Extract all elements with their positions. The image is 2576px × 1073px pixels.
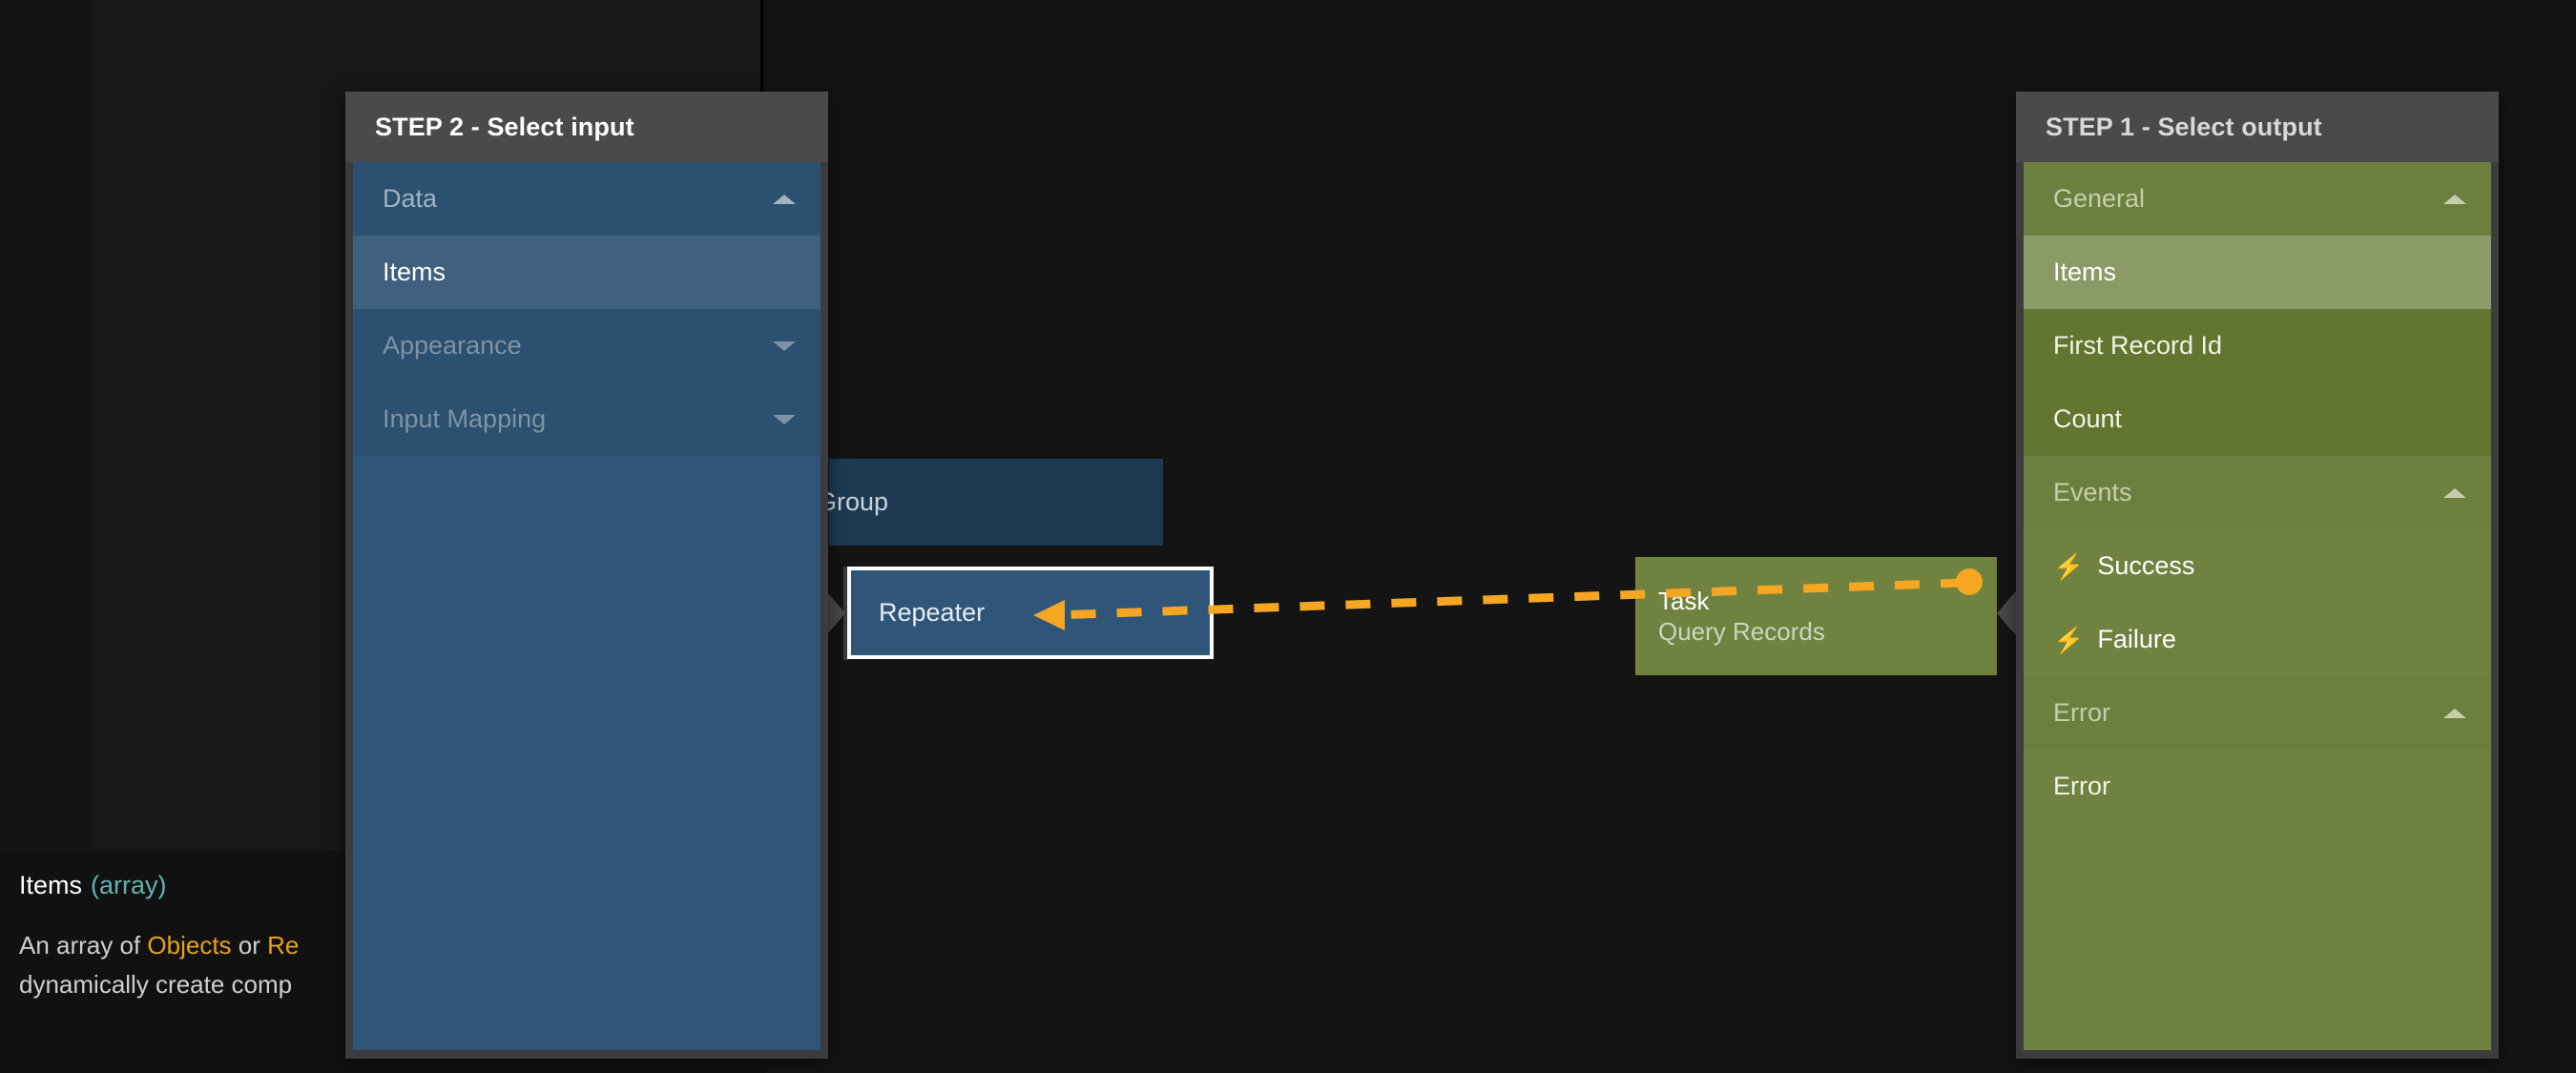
tooltip-desc-mid: or <box>231 931 268 960</box>
step-2-group-input-mapping-label: Input Mapping <box>383 404 547 433</box>
node-group-title: Group <box>817 487 889 516</box>
step-1-item-items-label: Items <box>2053 258 2117 286</box>
step-1-event-failure[interactable]: ⚡ Failure <box>2024 603 2491 676</box>
step-1-group-error-label: Error <box>2053 698 2110 727</box>
node-task[interactable]: Task Query Records <box>1635 557 1997 675</box>
tooltip-desc-pre: An array of <box>19 931 148 960</box>
lightning-bolt-icon: ⚡ <box>2053 625 2085 654</box>
step-1-item-items[interactable]: Items <box>2024 236 2491 309</box>
step-1-group-general-label: General <box>2053 184 2146 213</box>
chevron-down-icon[interactable] <box>773 340 796 351</box>
step-2-group-data[interactable]: Data <box>353 162 821 236</box>
step-1-group-events[interactable]: Events <box>2024 456 2491 529</box>
repeater-input-port-bar <box>843 567 848 660</box>
step-1-panel-body[interactable]: General Items First Record Id Count Even… <box>2024 162 2491 1050</box>
tooltip-title-row: Items (array) <box>19 870 515 900</box>
step-1-panel-title: STEP 1 - Select output <box>2046 112 2322 141</box>
tooltip-description: An array of Objects or Re dynamically cre… <box>19 926 515 1004</box>
node-repeater-title: Repeater <box>879 598 986 627</box>
canvas-left-gutter <box>0 0 93 851</box>
step-2-group-appearance[interactable]: Appearance <box>353 309 821 382</box>
step-1-event-success-label: Success <box>2097 551 2195 580</box>
chevron-up-icon[interactable] <box>2443 708 2466 718</box>
step-2-item-items-label: Items <box>383 258 447 286</box>
chevron-up-icon[interactable] <box>773 194 796 204</box>
step-2-group-appearance-label: Appearance <box>383 331 522 360</box>
node-task-subtitle: Query Records <box>1658 617 1825 646</box>
chevron-up-icon[interactable] <box>2443 194 2466 204</box>
step-2-select-input-panel[interactable]: STEP 2 - Select input Data Items Appeara… <box>345 92 828 1059</box>
chevron-up-icon[interactable] <box>2443 487 2466 498</box>
step-1-item-count-label: Count <box>2053 404 2123 433</box>
step-1-item-error-label: Error <box>2053 772 2110 800</box>
step-2-panel-title: STEP 2 - Select input <box>375 112 634 141</box>
step-1-select-output-panel[interactable]: STEP 1 - Select output General Items Fir… <box>2016 92 2499 1059</box>
lightning-bolt-icon: ⚡ <box>2053 551 2085 581</box>
step-1-group-general[interactable]: General <box>2024 162 2491 236</box>
tooltip-title: Items <box>19 871 83 899</box>
property-description-tooltip: Items (array) An array of Objects or Re dy… <box>19 870 515 1004</box>
tooltip-desc-line2: dynamically create comp <box>19 970 293 1000</box>
step-2-group-data-label: Data <box>383 184 438 213</box>
tooltip-desc-records-link[interactable]: Re <box>267 931 300 960</box>
step-1-panel-header: STEP 1 - Select output <box>2016 92 2499 162</box>
node-task-title: Task <box>1658 586 1710 615</box>
node-repeater[interactable]: Repeater <box>847 567 1214 659</box>
chevron-down-icon[interactable] <box>773 414 796 424</box>
step-1-item-error[interactable]: Error <box>2024 750 2491 823</box>
step-2-item-items[interactable]: Items <box>353 236 821 309</box>
node-group[interactable]: Group <box>817 459 1163 546</box>
step-1-event-success[interactable]: ⚡ Success <box>2024 529 2491 603</box>
step-2-group-input-mapping[interactable]: Input Mapping <box>353 382 821 456</box>
step-1-item-first-record-id-label: First Record Id <box>2053 331 2223 360</box>
tooltip-desc-objects-link[interactable]: Objects <box>147 931 232 960</box>
step-1-item-count[interactable]: Count <box>2024 382 2491 456</box>
step-1-group-error[interactable]: Error <box>2024 676 2491 750</box>
step-2-panel-header: STEP 2 - Select input <box>345 92 828 162</box>
step-1-item-first-record-id[interactable]: First Record Id <box>2024 309 2491 382</box>
tooltip-type: (array) <box>91 871 167 899</box>
step-1-group-events-label: Events <box>2053 478 2132 506</box>
step-2-panel-body[interactable]: Data Items Appearance Input Mapping <box>353 162 821 1050</box>
step-1-event-failure-label: Failure <box>2097 625 2176 653</box>
